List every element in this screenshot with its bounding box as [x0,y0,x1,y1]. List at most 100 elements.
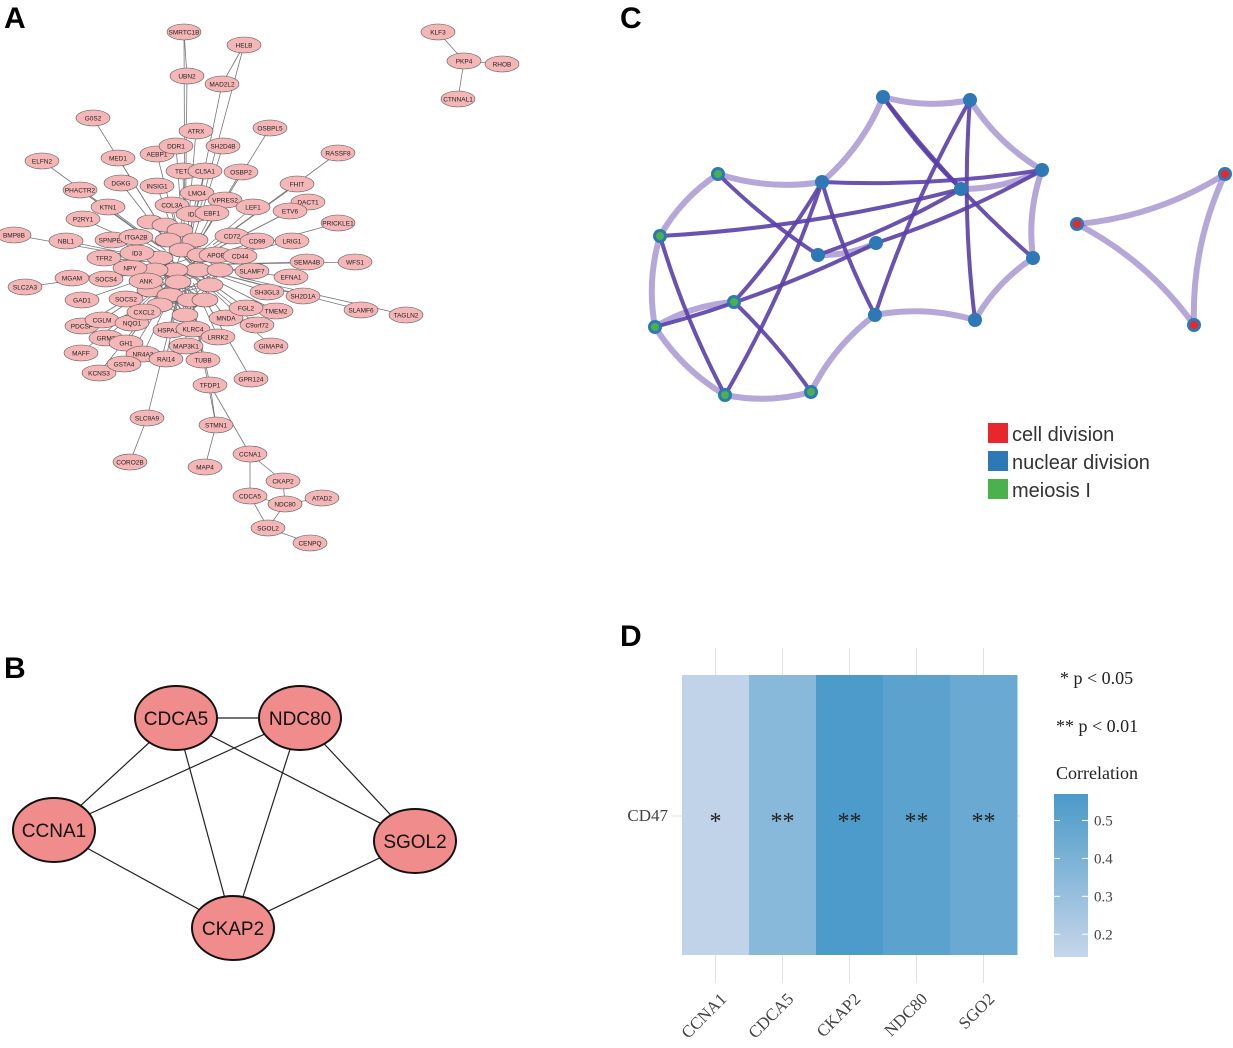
enrichment-edge [652,324,728,398]
network-node: RASSF8 [320,144,356,162]
network-node: CDCA5 [232,487,268,505]
network-node: SH3GL3 [249,283,285,301]
enrichment-node-cell-division [1187,318,1201,332]
enrichment-node-nuclear-division [811,248,825,262]
enrichment-edge [1074,171,1228,227]
enrichment-edge [816,187,963,257]
network-node: DGKG [103,174,139,192]
node-label: HELB [236,43,253,50]
node-label: SEMA4B [294,260,320,267]
node-label: ITGA2B [124,235,147,242]
node-label: KTN1 [100,205,117,212]
network-node: LMO4 [179,184,215,202]
network-node: EFNA1 [273,268,309,286]
network-node: MED1 [100,149,136,167]
enrichment-edge [964,98,977,322]
node-label: COL3A [161,203,183,210]
node-label: DDR1 [167,144,185,151]
x-tick-label: NDC80 [880,989,931,1040]
panel-b-label: B [4,652,26,685]
node-label: CKAP2 [272,479,294,486]
node-label: MED1 [109,156,127,163]
network-node: SEMA4B [289,253,325,271]
enrichment-edge [722,389,814,402]
network-node [154,232,182,248]
colorbar-tick-label: 0.2 [1094,927,1113,943]
node-label: ATAD2 [312,496,332,503]
network-node: CD99 [239,232,275,250]
x-tick-label: CDCA5 [744,989,797,1042]
network-node: MAP4 [187,458,223,476]
hub-gene-label: CCNA1 [22,821,86,842]
network-node [191,292,219,308]
node-label: ANK [139,279,153,286]
network-node: UBN2 [169,67,205,85]
hub-gene-node: CDCA5 [134,685,218,751]
heatmap-cell [749,675,817,955]
colorbar-tick-label: 0.4 [1094,851,1113,867]
enrichment-edge [874,168,1044,245]
node-label: GSTA4 [114,362,135,369]
network-node: TAGLN2 [388,306,424,324]
colorbar-title: Correlation [1056,763,1138,783]
enrichment-edge [658,234,727,397]
enrichment-edge [881,95,963,191]
network-node: ANK [128,272,164,290]
network-node: GIMAP4 [253,337,289,355]
node-label: VPRES2 [212,198,238,205]
node-label: ETV6 [282,209,299,216]
node-label: WFS1 [346,260,364,267]
node-label: SLAMF6 [348,308,374,315]
network-node [181,232,209,248]
node-label: TMEM2 [265,309,288,316]
node-label: EFNA1 [281,275,302,282]
network-node: CENPQ [292,534,328,552]
node-label: MAFF [72,351,90,358]
enrichment-node-nuclear-division [869,236,883,250]
network-node: STMN1 [198,416,234,434]
significance-mark: ** [972,809,996,835]
enrichment-edge [872,308,978,323]
enrichment-edge [723,180,824,397]
hub-gene-label: CDCA5 [144,709,208,730]
network-node: HELB [226,36,262,54]
hub-gene-node: CCNA1 [12,797,96,863]
network-node: GSTA4 [106,355,142,373]
x-tick-label: CKAP2 [813,989,865,1041]
enrichment-edge [732,180,824,304]
enrichment-edge [657,171,721,239]
network-node: SLC2A3 [7,278,43,296]
node-label: SGOL2 [257,526,279,533]
enrichment-edge [715,171,825,188]
enrichment-node-nuclear-division [954,182,968,196]
node-label: TET2 [175,169,191,176]
significance-note: ** p < 0.01 [1056,716,1138,736]
network-node: CD44 [222,247,258,265]
node-label: GH1 [119,341,133,348]
node-label: UBN2 [178,74,196,81]
node-label: LRRK2 [208,335,229,342]
node-label: OSBP2 [230,170,252,177]
node-label: SH2D1A [290,294,316,301]
node-label: MAD2L2 [209,82,235,89]
network-node: KLRC4 [175,320,211,338]
node-label: C9orf72 [245,323,269,330]
node-label: RAI14 [157,357,175,364]
enrichment-edge [1190,171,1228,328]
node-label: CD99 [249,239,266,246]
enrichment-node-nuclear-division [1035,163,1049,177]
panel-c-label: C [620,2,642,35]
enrichment-edge [732,300,813,394]
network-node: SMRTC1B [166,23,202,41]
network-node: MAFF [63,344,99,362]
network-node: PRICKLE1 [320,214,356,232]
heatmap-cell [682,675,750,955]
network-node: DDR1 [158,137,194,155]
node-label: APOE [207,253,226,260]
enrichment-node-meiosis [804,385,818,399]
hub-gene-node: CKAP2 [191,895,275,961]
enrichment-network: cell division nuclear division meiosis I [648,90,1232,502]
network-node: C9orf72 [239,316,275,334]
node-label: TFDP1 [200,383,221,390]
hub-gene-node: NDC80 [258,685,342,751]
